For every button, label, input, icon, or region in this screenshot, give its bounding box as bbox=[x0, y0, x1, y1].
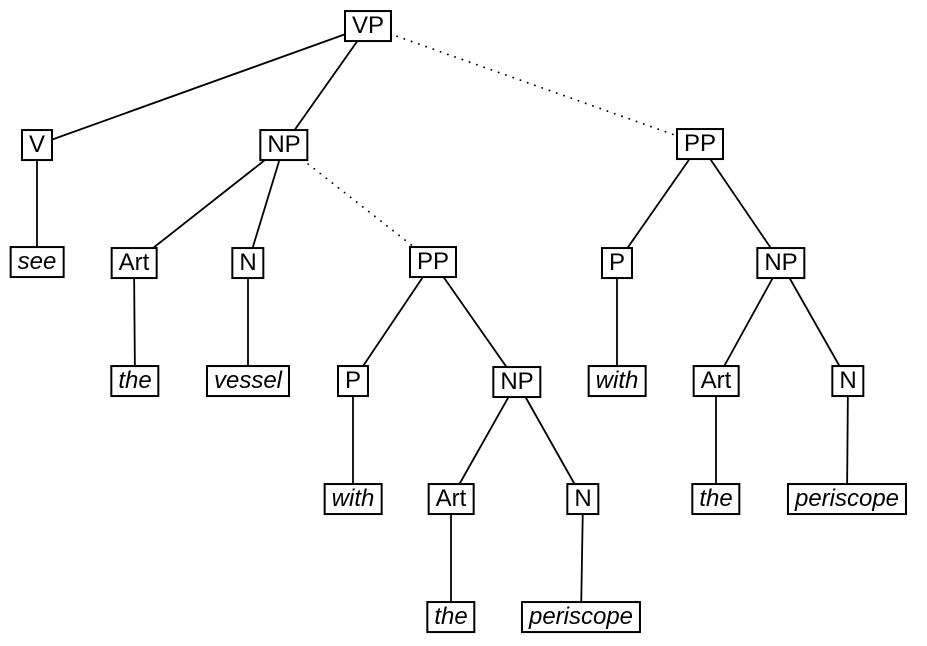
node-pp-high-attach: PP bbox=[675, 128, 725, 160]
node-vp: VP bbox=[343, 10, 393, 42]
leaf-the-object: the bbox=[110, 365, 160, 397]
edge-vp-v bbox=[36, 25, 369, 146]
edge-np_obj-pp_low-alternative-attachment bbox=[283, 144, 434, 263]
edge-vp-pp_high-alternative-attachment bbox=[367, 25, 701, 145]
node-np-low: NP bbox=[492, 366, 542, 398]
edge-n_high-periscope_high bbox=[846, 380, 849, 500]
edge-vp-np_obj bbox=[283, 25, 369, 146]
node-np-object: NP bbox=[259, 129, 309, 161]
edge-np_obj-art_obj bbox=[133, 144, 285, 264]
leaf-see: see bbox=[9, 246, 65, 278]
leaf-with-high: with bbox=[587, 365, 647, 397]
node-p-high: P bbox=[600, 247, 634, 279]
edge-pp_high-p_high bbox=[616, 143, 701, 264]
edge-pp_low-np_low bbox=[432, 261, 518, 383]
leaf-the-high: the bbox=[691, 483, 741, 515]
leaf-vessel: vessel bbox=[205, 365, 291, 397]
edge-np_high-art_high bbox=[715, 262, 782, 382]
edge-pp_high-np_high bbox=[699, 143, 782, 264]
edge-np_high-n_high bbox=[780, 262, 849, 382]
edge-art_obj-the_obj bbox=[133, 262, 136, 382]
edge-pp_low-p_low bbox=[352, 261, 434, 382]
leaf-periscope-high: periscope bbox=[786, 483, 908, 515]
leaf-with-low: with bbox=[323, 483, 383, 515]
edge-np_low-n_low bbox=[516, 381, 584, 500]
node-p-low: P bbox=[336, 365, 370, 397]
node-art-high: Art bbox=[692, 365, 740, 397]
node-art-low: Art bbox=[427, 483, 475, 515]
edge-np_obj-n_obj bbox=[247, 144, 285, 264]
edge-np_low-art_low bbox=[450, 381, 518, 500]
node-np-high: NP bbox=[756, 247, 806, 279]
node-v: V bbox=[20, 129, 54, 161]
node-pp-low-attach: PP bbox=[408, 246, 458, 278]
node-n-low: N bbox=[566, 483, 600, 515]
node-n-high: N bbox=[831, 365, 865, 397]
leaf-the-low: the bbox=[426, 601, 476, 633]
node-art-object: Art bbox=[110, 247, 158, 279]
edge-n_low-periscope_low bbox=[580, 498, 584, 618]
leaf-periscope-low: periscope bbox=[520, 601, 642, 633]
node-n-object: N bbox=[231, 247, 265, 279]
